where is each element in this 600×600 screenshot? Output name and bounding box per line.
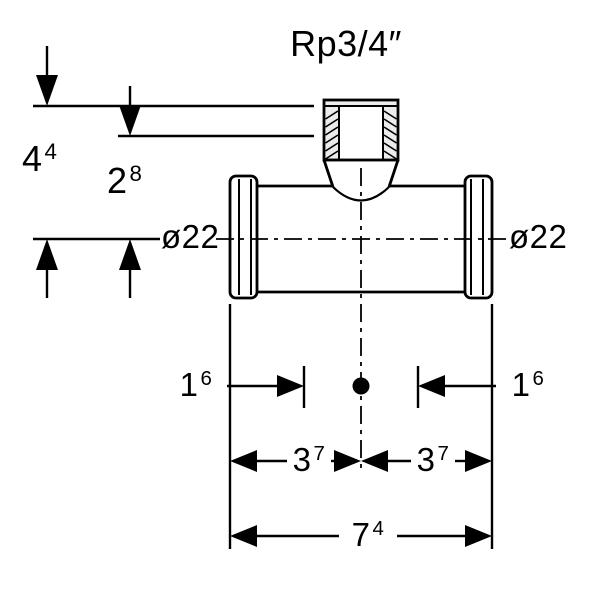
dim-z-left-label: 16	[180, 368, 213, 401]
threaded-branch	[322, 98, 400, 202]
dim-value: 4	[22, 138, 43, 179]
dim-value-sup: 4	[372, 516, 385, 540]
tube-body	[255, 184, 467, 294]
dim-center-left-label: 37	[293, 443, 326, 476]
dim-total-length-label: 74	[352, 518, 385, 551]
dim-value: 1	[179, 366, 199, 403]
arrowhead-right-icon	[465, 450, 492, 472]
dim-value: 2	[107, 160, 128, 201]
dimension-z-row	[227, 375, 496, 397]
arrowhead-down-icon	[36, 75, 58, 106]
press-end-left	[228, 174, 259, 300]
arrowhead-left-icon	[230, 525, 257, 547]
dim-value-sup: 8	[129, 160, 143, 186]
arrowhead-right-icon	[465, 525, 492, 547]
arrowhead-up-icon	[119, 239, 141, 270]
diameter-right-label: ø22	[509, 218, 568, 255]
thread-size-label: Rp3/4″	[290, 23, 402, 64]
diameter-left-label: ø22	[161, 218, 220, 255]
dim-value: 3	[416, 441, 436, 478]
dim-value-sup: 7	[437, 441, 450, 465]
dim-value-sup: 4	[44, 138, 58, 164]
centerlines	[216, 168, 506, 472]
arrowhead-left-icon	[230, 450, 257, 472]
arrowhead-right-icon	[334, 450, 361, 472]
dimension-span-row	[230, 450, 492, 472]
arrowhead-left-icon	[361, 450, 388, 472]
dim-value: 7	[351, 516, 371, 553]
arrowhead-down-icon	[119, 105, 141, 136]
arrowhead-left-icon	[418, 375, 445, 397]
thread-hatching	[325, 110, 397, 160]
dim-value: 3	[292, 441, 312, 478]
arrowhead-right-icon	[277, 375, 304, 397]
dim-value-sup: 7	[313, 441, 326, 465]
pipe-tee-fitting	[228, 98, 494, 300]
dimension-length-row	[230, 525, 492, 547]
press-end-right	[463, 174, 494, 300]
dim-total-height-label: 44	[22, 138, 58, 179]
dim-value-sup: 6	[200, 366, 213, 390]
arrowhead-up-icon	[36, 239, 58, 270]
dim-center-right-label: 37	[417, 443, 450, 476]
extension-lines-bottom	[228, 304, 494, 549]
dim-branch-height-label: 28	[107, 160, 143, 201]
center-dot	[352, 377, 370, 395]
dim-value: 1	[511, 366, 531, 403]
dimension-vertical-group	[33, 46, 314, 298]
dim-z-right-label: 16	[512, 368, 545, 401]
dim-value-sup: 6	[532, 366, 545, 390]
